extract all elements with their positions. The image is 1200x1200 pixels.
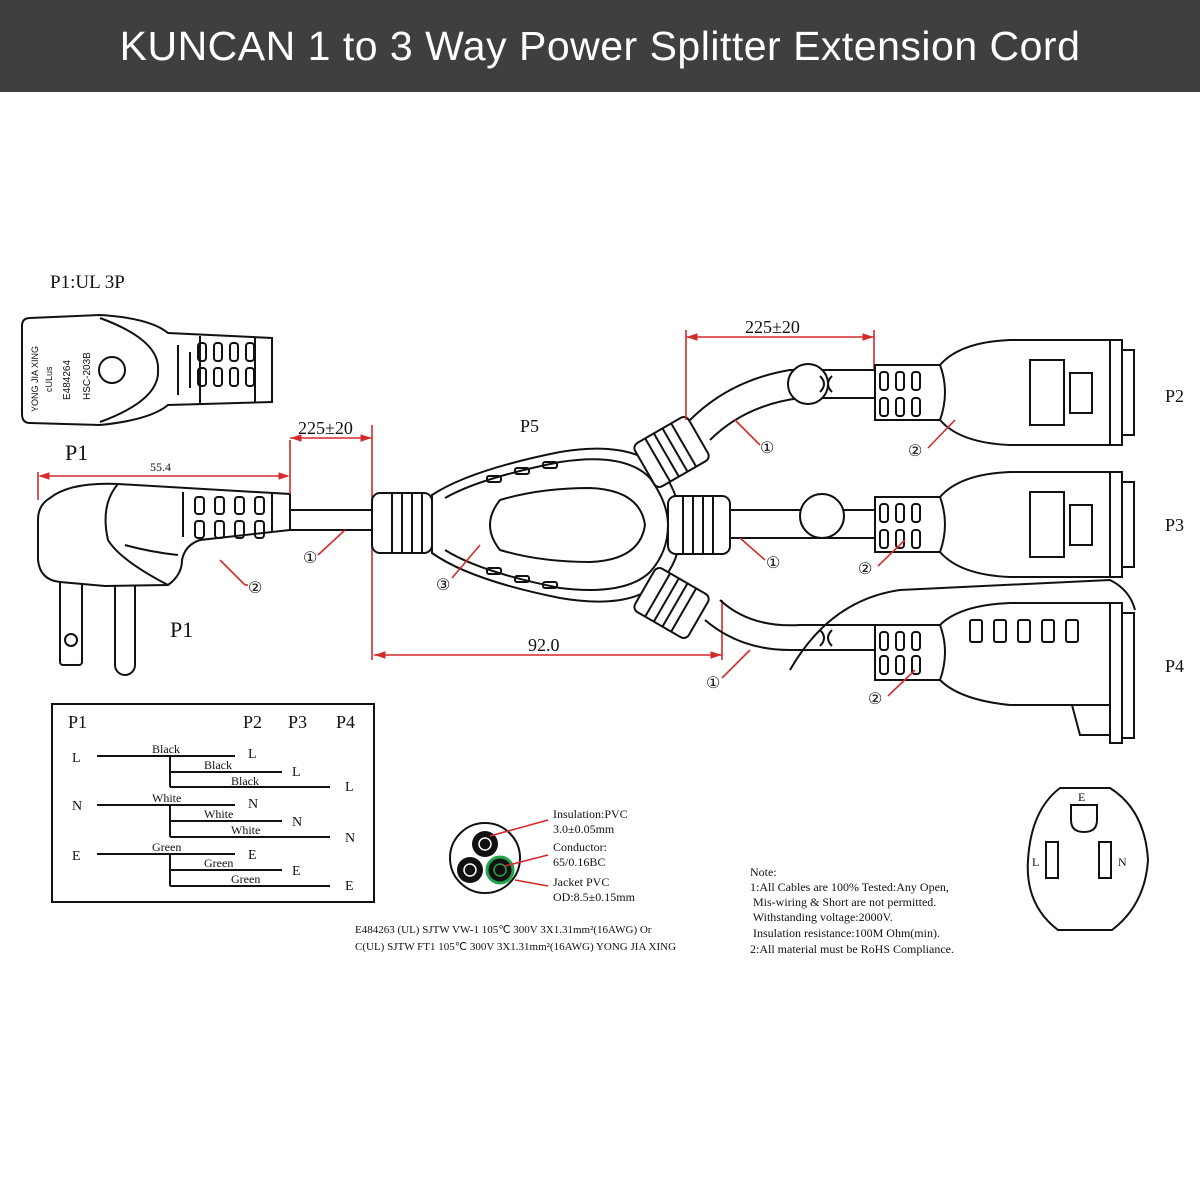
cable-conductor-label: Conductor:	[553, 840, 607, 854]
wiring-target-n-p3: N	[292, 815, 302, 830]
cable-insulation-value: 3.0±0.05mm	[553, 822, 615, 836]
receptacle-face: E L N	[1026, 787, 1150, 931]
dim-main-cord: 225±20	[298, 418, 353, 438]
splitter-label: P5	[520, 416, 539, 436]
dim-plug-length: 55.4	[150, 460, 171, 474]
label-p2: P2	[1165, 386, 1184, 406]
title-bar: KUNCAN 1 to 3 Way Power Splitter Extensi…	[0, 0, 1200, 92]
callout-2-p4: ②	[868, 691, 882, 708]
callout-1-main: ①	[303, 550, 317, 567]
wiring-color-white-1: White	[152, 791, 181, 805]
wiring-pin-l: L	[72, 751, 81, 766]
wiring-color-white-3: White	[231, 823, 260, 837]
callout-3-splitter: ③	[436, 577, 450, 594]
wiring-header-p2: P2	[243, 712, 262, 732]
plug-face-model: HSC-203B	[82, 352, 93, 400]
wiring-target-e-p3: E	[292, 864, 301, 879]
callout-1-lower: ①	[706, 675, 720, 692]
dim-splitter-body: 92.0	[528, 635, 560, 655]
cable-insulation-label: Insulation:PVC	[553, 807, 628, 821]
cable-spec-line-2: C(UL) SJTW FT1 105℃ 300V 3X1.31mm²(16AWG…	[355, 941, 676, 953]
wiring-pin-n: N	[72, 799, 82, 814]
wiring-target-n-p2: N	[248, 797, 258, 812]
wiring-color-green-2: Green	[204, 856, 233, 870]
wiring-target-n-p4: N	[345, 831, 355, 846]
outlet-p3: ②	[858, 471, 1135, 578]
outlet-p4: ②	[868, 602, 1135, 744]
notes-line-3: Withstanding voltage:2000V.	[750, 910, 893, 924]
notes-line-2: Mis-wiring & Short are not permitted.	[750, 895, 936, 909]
receptacle-l: L	[1032, 855, 1039, 869]
cable-spec-line-1: E484263 (UL) SJTW VW-1 105℃ 300V 3X1.31m…	[355, 924, 652, 936]
notes: Note: 1:All Cables are 100% Tested:Any O…	[750, 865, 954, 956]
dim-branch-cord: 225±20	[745, 317, 800, 337]
cable-conductor-value: 65/0.16BC	[553, 855, 605, 869]
cable-cross-section: Insulation:PVC 3.0±0.05mm Conductor: 65/…	[355, 807, 676, 953]
wiring-target-l-p2: L	[248, 747, 257, 762]
wiring-target-e-p4: E	[345, 879, 354, 894]
notes-line-4: Insulation resistance:100M Ohm(min).	[750, 926, 940, 940]
plug-heading: P1:UL 3P	[50, 272, 125, 293]
plug-face: YONG JIA XING cULus E484264 HSC-203B	[21, 313, 273, 427]
notes-line-1: 1:All Cables are 100% Tested:Any Open,	[750, 880, 949, 894]
wiring-target-e-p2: E	[248, 848, 257, 863]
cable-jacket-label: Jacket PVC	[553, 875, 609, 889]
wiring-header-p1: P1	[68, 712, 87, 732]
plug-face-maker: YONG JIA XING	[30, 346, 40, 412]
wiring-header-p4: P4	[336, 712, 355, 732]
page-title: KUNCAN 1 to 3 Way Power Splitter Extensi…	[119, 23, 1081, 69]
wiring-color-white-2: White	[204, 807, 233, 821]
label-p1-bottom: P1	[170, 617, 193, 642]
cord-drawing: P1:UL 3P YONG JIA XING cULus E484264 HSC…	[21, 272, 1184, 956]
wiring-target-l-p3: L	[292, 765, 301, 780]
cord-p1-p5: 225±20 ①	[290, 418, 375, 660]
callout-1-upper: ①	[760, 440, 774, 457]
wiring-header-p3: P3	[288, 712, 307, 732]
wiring-pin-e: E	[72, 849, 81, 864]
callout-1-middle: ①	[766, 555, 780, 572]
callout-2-p2: ②	[908, 443, 922, 460]
notes-heading: Note:	[750, 865, 777, 879]
receptacle-e: E	[1078, 790, 1085, 804]
plug-ground-pin	[114, 574, 136, 676]
wiring-target-l-p4: L	[345, 780, 354, 795]
wiring-color-black-1: Black	[152, 742, 180, 756]
branch-cords: 225±20 ① ① ①	[685, 317, 1136, 692]
wiring-table: P1 P2 P3 P4 L Black Black Black L L L N …	[51, 703, 375, 903]
plug-face-cert-mark: cULus	[44, 366, 54, 392]
label-p3: P3	[1165, 515, 1184, 535]
plug-side-view: 55.4 ②	[37, 440, 291, 676]
wiring-color-black-2: Black	[204, 758, 232, 772]
callout-2-plug: ②	[248, 580, 262, 597]
wiring-color-black-3: Black	[231, 774, 259, 788]
receptacle-n: N	[1118, 855, 1127, 869]
label-p1-top: P1	[65, 440, 88, 465]
splitter-body: ③ 92.0	[371, 416, 731, 660]
outlet-p2: ②	[874, 339, 1135, 460]
callout-2-p3: ②	[858, 561, 872, 578]
wiring-color-green-1: Green	[152, 840, 181, 854]
wiring-color-green-3: Green	[231, 872, 260, 886]
plug-side-ribs	[194, 496, 265, 539]
notes-line-5: 2:All material must be RoHS Compliance.	[750, 942, 954, 956]
label-p4: P4	[1165, 656, 1184, 676]
plug-face-file-no: E484264	[62, 360, 73, 400]
cable-jacket-value: OD:8.5±0.15mm	[553, 890, 636, 904]
